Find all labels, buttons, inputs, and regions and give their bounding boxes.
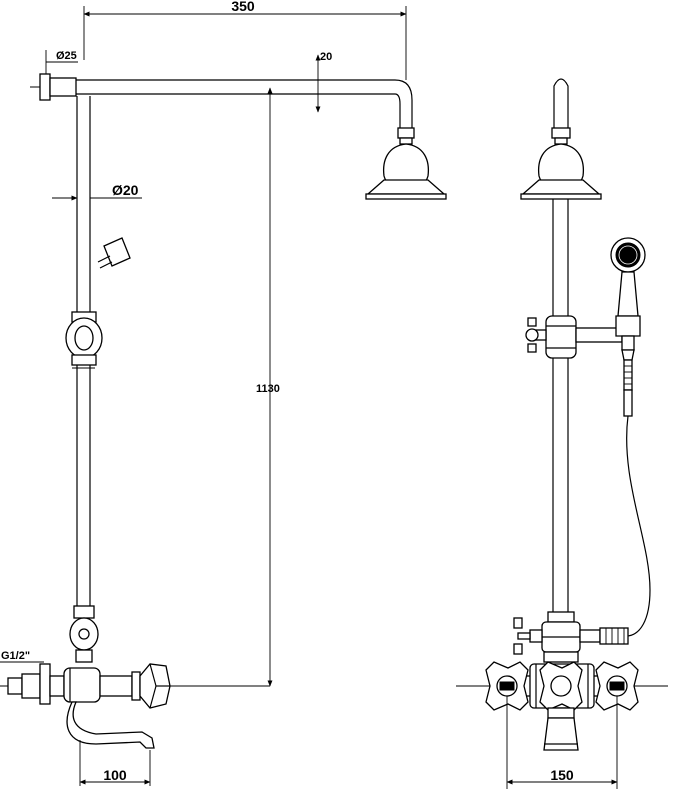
mixer-body-side <box>0 663 270 709</box>
dimension-label-d25: Ø25 <box>56 50 77 62</box>
diverter-front <box>513 611 629 663</box>
dimension-label-20: 20 <box>320 51 332 63</box>
gooseneck-front <box>551 78 571 139</box>
dimension-arm-offset: 20 <box>315 51 332 113</box>
dimension-label-350: 350 <box>231 0 255 14</box>
center-handle-front <box>539 661 583 711</box>
riser-rod-front <box>552 199 569 612</box>
dimension-label-g12: G1/2" <box>1 650 30 662</box>
shower-head-front <box>520 137 602 200</box>
dimension-label-150: 150 <box>550 767 574 783</box>
diverter-side <box>69 605 99 663</box>
spout-front <box>543 707 579 751</box>
slider-bracket-front <box>525 315 623 359</box>
dimension-riser-diameter: Ø20 <box>52 182 142 201</box>
right-handle-front <box>595 661 639 711</box>
left-handle-front <box>485 661 529 711</box>
side-view: 350 Ø25 20 <box>0 0 447 786</box>
dimension-height: 1130 <box>256 87 280 687</box>
handshower-holder-side <box>97 237 131 269</box>
dimension-label-1130: 1130 <box>256 383 280 395</box>
dimension-inlet-thread: G1/2" <box>0 650 44 663</box>
shower-head-side <box>365 137 447 200</box>
hand-shower-front <box>610 237 651 637</box>
spout-side <box>66 701 155 749</box>
dimension-label-100: 100 <box>103 767 127 783</box>
dimension-label-d20: Ø20 <box>112 182 139 198</box>
shower-arm <box>30 73 415 139</box>
dimension-arm-length: 350 <box>83 0 407 80</box>
front-view: 150 <box>456 78 668 789</box>
dimension-spout-reach: 100 <box>79 740 151 786</box>
slider-bracket-side <box>65 311 103 366</box>
dimension-centers: 150 <box>506 696 618 789</box>
